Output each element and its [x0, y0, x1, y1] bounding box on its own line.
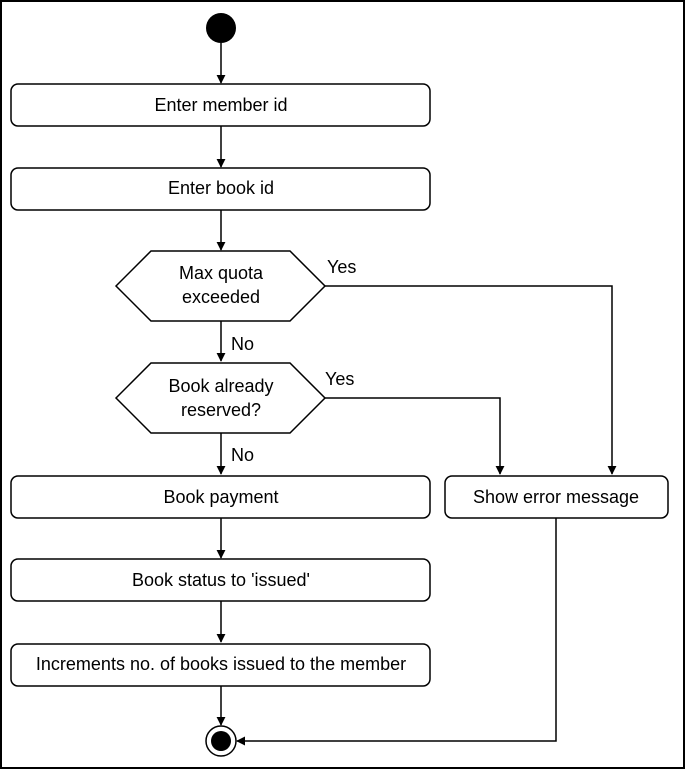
action-show-error: [444, 475, 669, 519]
edge-label-quota-no: No: [231, 334, 254, 354]
action-book-payment: [10, 475, 431, 519]
edge-reserved-yes: [325, 397, 505, 475]
edge-quota-yes: [325, 285, 617, 475]
action-enter-book-id: [10, 167, 431, 211]
label-book-status: Book status to 'issued': [132, 570, 310, 590]
label-max-quota-line1: Max quota: [179, 263, 264, 283]
edge-label-quota-yes: Yes: [327, 257, 356, 277]
edge-error-to-end: [236, 518, 557, 746]
label-max-quota-line2: exceeded: [182, 287, 260, 307]
action-book-status: [10, 558, 431, 602]
label-book-reserved-line2: reserved?: [181, 400, 261, 420]
edge-label-reserved-yes: Yes: [325, 369, 354, 389]
action-increments: [10, 643, 431, 687]
decision-book-reserved: [114, 362, 327, 434]
label-enter-book-id: Enter book id: [168, 178, 274, 198]
action-enter-member-id: [10, 83, 431, 127]
initial-node: [206, 13, 236, 43]
edge-label-reserved-no: No: [231, 445, 254, 465]
label-book-reserved-line1: Book already: [168, 376, 273, 396]
label-enter-member-id: Enter member id: [154, 95, 287, 115]
decision-max-quota: [114, 250, 327, 322]
label-show-error: Show error message: [473, 487, 639, 507]
final-node-core: [211, 731, 231, 751]
label-increments: Increments no. of books issued to the me…: [36, 654, 406, 674]
label-book-payment: Book payment: [163, 487, 278, 507]
